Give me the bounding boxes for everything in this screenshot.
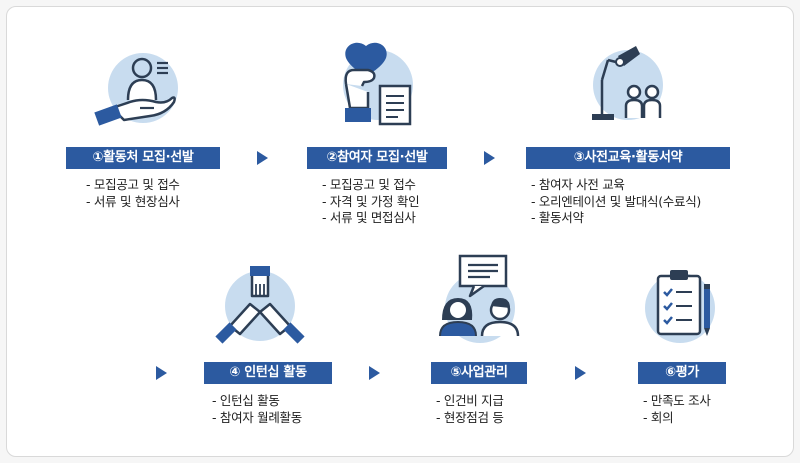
step-1-label: ①활동처 모집·선발 [66, 147, 220, 169]
step-4-list: - 인턴십 활동 - 참여자 월례활동 [212, 393, 302, 426]
step-3-label: ③사전교육·활동서약 [526, 147, 730, 169]
lamp-people-icon [578, 40, 678, 140]
list-item: - 서류 및 면접심사 [322, 210, 416, 225]
list-item: - 모집공고 및 접수 [86, 177, 180, 192]
step-2-list: - 모집공고 및 접수 - 자격 및 가정 확인 - 서류 및 면접심사 [322, 177, 420, 227]
flow-arrow [484, 151, 495, 165]
list-item: - 서류 및 현장심사 [86, 193, 180, 209]
list-item: - 참여자 월례활동 [212, 409, 302, 425]
list-item: - 인턴십 활동 [212, 393, 280, 408]
conversation-people-icon [430, 250, 530, 350]
list-item: - 활동서약 [531, 210, 584, 225]
step-5-label: ⑤사업관리 [431, 362, 527, 384]
step-2-label: ②참여자 모집·선발 [307, 147, 447, 169]
list-item: - 만족도 조사 [643, 393, 711, 408]
flow-arrow [575, 366, 586, 380]
step-5-list: - 인건비 지급 - 현장점검 등 [436, 393, 504, 426]
caring-hand-person-icon [90, 50, 190, 140]
teamwork-hands-icon [210, 262, 310, 357]
list-item: - 자격 및 가정 확인 [322, 193, 420, 209]
step-6-list: - 만족도 조사 - 회의 [643, 393, 711, 426]
step-6-label: ⑥평가 [638, 362, 726, 384]
list-item: - 참여자 사전 교육 [531, 177, 625, 192]
flow-arrow [257, 151, 268, 165]
heart-hand-document-icon [328, 40, 428, 140]
flow-arrow [156, 366, 167, 380]
step-3-list: - 참여자 사전 교육 - 오리엔테이션 및 발대식(수료식) - 활동서약 [531, 177, 701, 227]
list-item: - 현장점검 등 [436, 409, 504, 425]
list-item: - 인건비 지급 [436, 393, 504, 408]
clipboard-checklist-icon [630, 258, 730, 358]
list-item: - 회의 [643, 409, 674, 425]
list-item: - 모집공고 및 접수 [322, 177, 416, 192]
flow-arrow [369, 366, 380, 380]
list-item: - 오리엔테이션 및 발대식(수료식) [531, 193, 701, 209]
step-1-list: - 모집공고 및 접수 - 서류 및 현장심사 [86, 177, 180, 210]
step-4-label: ④ 인턴십 활동 [204, 362, 332, 384]
